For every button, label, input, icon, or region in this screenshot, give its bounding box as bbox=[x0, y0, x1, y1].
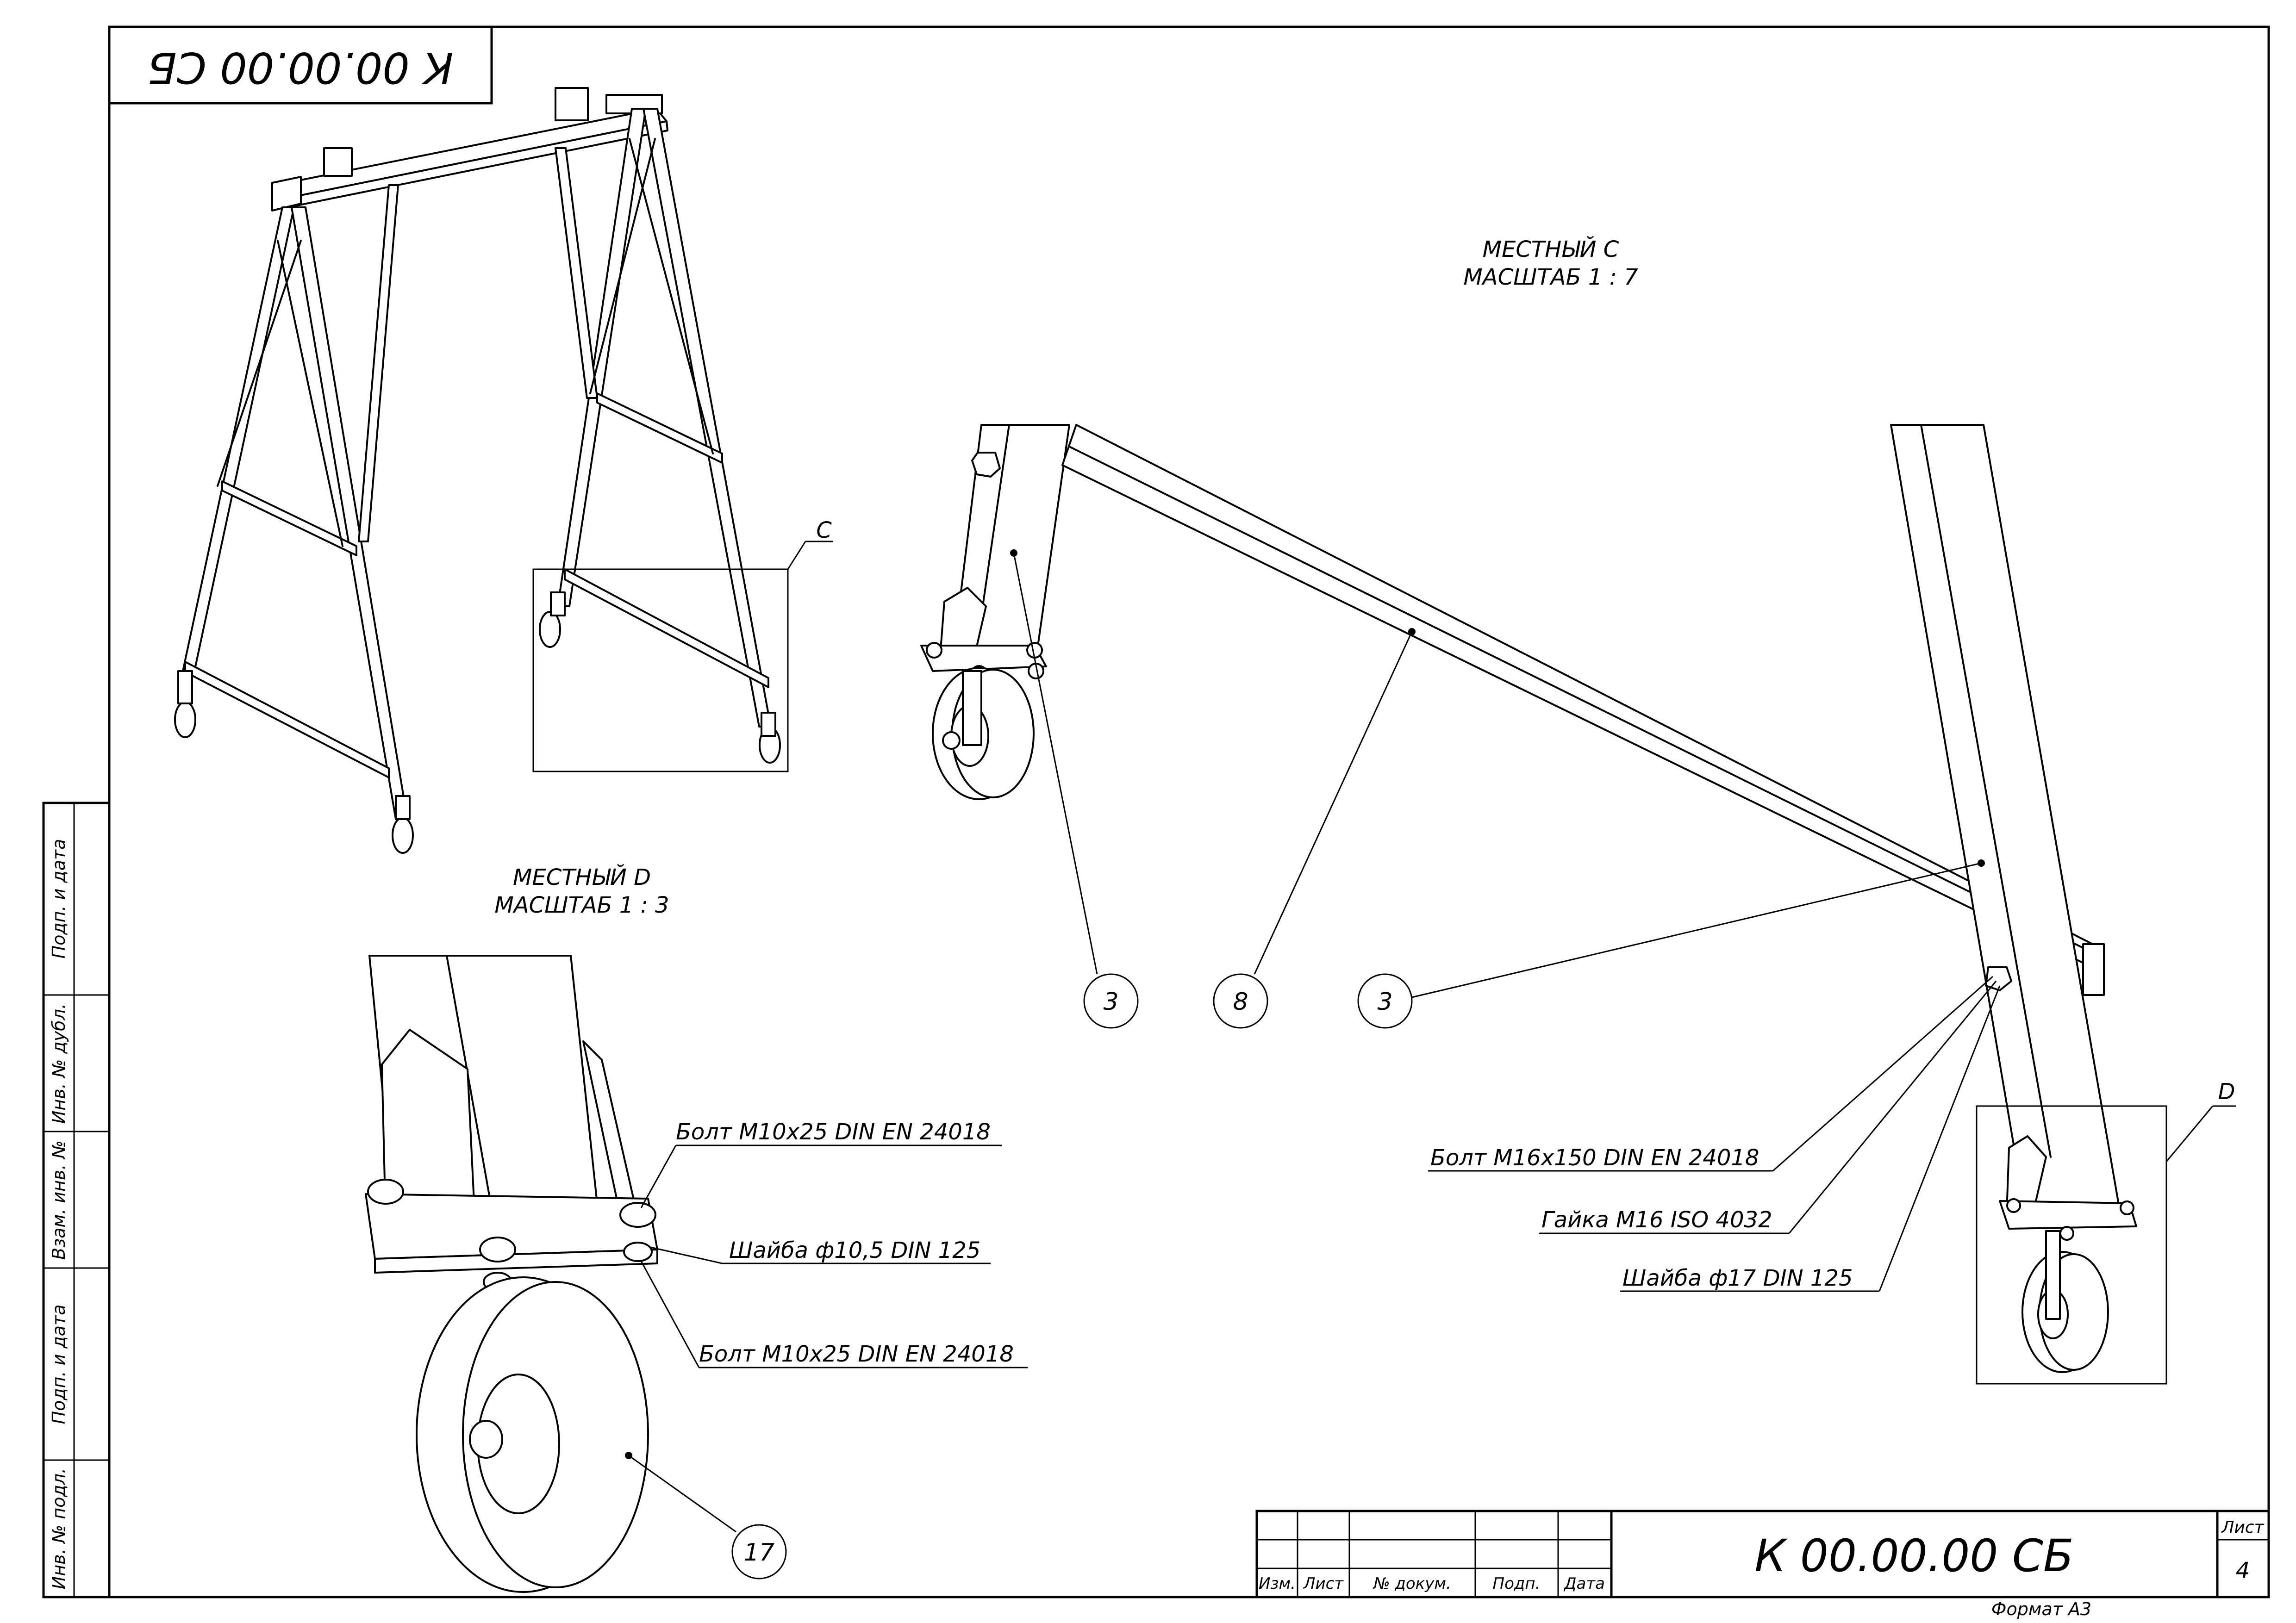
leader-dot bbox=[1010, 549, 1017, 557]
callout-d-bolt-top: Болт М10х25 DIN EN 24018 bbox=[676, 1119, 991, 1145]
view-d-name: МЕСТНЫЙ D bbox=[513, 864, 651, 890]
view-c-balloons: 3 8 3 bbox=[1010, 549, 1985, 1029]
side-inv-podl: Инв. № подл. bbox=[49, 1468, 69, 1589]
callout-c-bolt: Болт М16х150 DIN EN 24018 bbox=[1430, 1145, 1759, 1171]
view-c-scale: МАСШТАБ 1 : 7 bbox=[1463, 264, 1638, 290]
balloon-2 bbox=[1213, 973, 1268, 1029]
side-podp-data-1: Подп. и дата bbox=[49, 1305, 69, 1424]
callout-c-nut: Гайка М16 ISO 4032 bbox=[1541, 1207, 1772, 1233]
view-c-drawing bbox=[920, 424, 2137, 1373]
rotated-designation-box: К 00.00.00 СБ bbox=[108, 25, 493, 105]
view-d-title: МЕСТНЫЙ D МАСШТАБ 1 : 3 bbox=[494, 864, 669, 918]
detail-c-marker: С bbox=[816, 517, 832, 543]
detail-d-marker: D bbox=[2218, 1079, 2235, 1105]
side-inv-dubl: Инв. № дубл. bbox=[49, 1003, 69, 1124]
col-izm: Изм. bbox=[1259, 1574, 1296, 1593]
leader-dot bbox=[1978, 859, 1985, 867]
view-c-name: МЕСТНЫЙ С bbox=[1483, 236, 1619, 262]
col-data: Дата bbox=[1563, 1574, 1605, 1593]
balloon-2-number: 8 bbox=[1233, 988, 1248, 1016]
balloon-4 bbox=[731, 1524, 787, 1579]
sheet-label: Лист bbox=[2221, 1518, 2264, 1537]
view-d-scale: МАСШТАБ 1 : 3 bbox=[494, 892, 669, 918]
format-label: Формат А3 bbox=[1991, 1599, 2091, 1619]
balloon-1 bbox=[1083, 973, 1139, 1029]
callout-d-washer: Шайба ф10,5 DIN 125 bbox=[729, 1237, 980, 1263]
balloon-1-number: 3 bbox=[1103, 988, 1118, 1016]
view-c-callouts: Болт М16х150 DIN EN 24018 Гайка М16 ISO … bbox=[1428, 976, 2001, 1292]
balloon-4-number: 17 bbox=[744, 1539, 774, 1567]
balloon-3-number: 3 bbox=[1377, 988, 1392, 1016]
title-block: Изм. Лист № докум. Подп. Дата К 00.00.00… bbox=[1255, 1510, 2270, 1598]
view-d-drawing bbox=[365, 955, 658, 1593]
col-podp: Подп. bbox=[1493, 1574, 1541, 1593]
leader-dot bbox=[625, 1452, 632, 1459]
callout-d-bolt-bottom: Болт М10х25 DIN EN 24018 bbox=[699, 1341, 1014, 1367]
view-c-title: МЕСТНЫЙ С МАСШТАБ 1 : 7 bbox=[1463, 236, 1638, 290]
side-strip: Инв. № подл. Подп. и дата Взам. инв. № И… bbox=[42, 802, 111, 1598]
col-list: Лист bbox=[1303, 1574, 1344, 1593]
sheet-number: 4 bbox=[2236, 1558, 2250, 1584]
gantry-isometric-view bbox=[174, 87, 781, 854]
callout-c-washer: Шайба ф17 DIN 125 bbox=[1622, 1265, 1853, 1291]
detail-c-frame: С bbox=[532, 517, 833, 772]
view-d-callouts: Болт М10х25 DIN EN 24018 Шайба ф10,5 DIN… bbox=[625, 1119, 1028, 1579]
rotated-designation: К 00.00.00 СБ bbox=[148, 43, 454, 93]
col-doc: № докум. bbox=[1373, 1574, 1451, 1593]
detail-d-frame: D bbox=[1976, 1079, 2236, 1385]
leader-dot bbox=[1408, 628, 1416, 635]
designation: К 00.00.00 СБ bbox=[1754, 1530, 2074, 1582]
balloon-3 bbox=[1357, 973, 1413, 1029]
side-vzam-inv: Взам. инв. № bbox=[49, 1140, 69, 1260]
side-podp-data-2: Подп. и дата bbox=[49, 839, 69, 959]
